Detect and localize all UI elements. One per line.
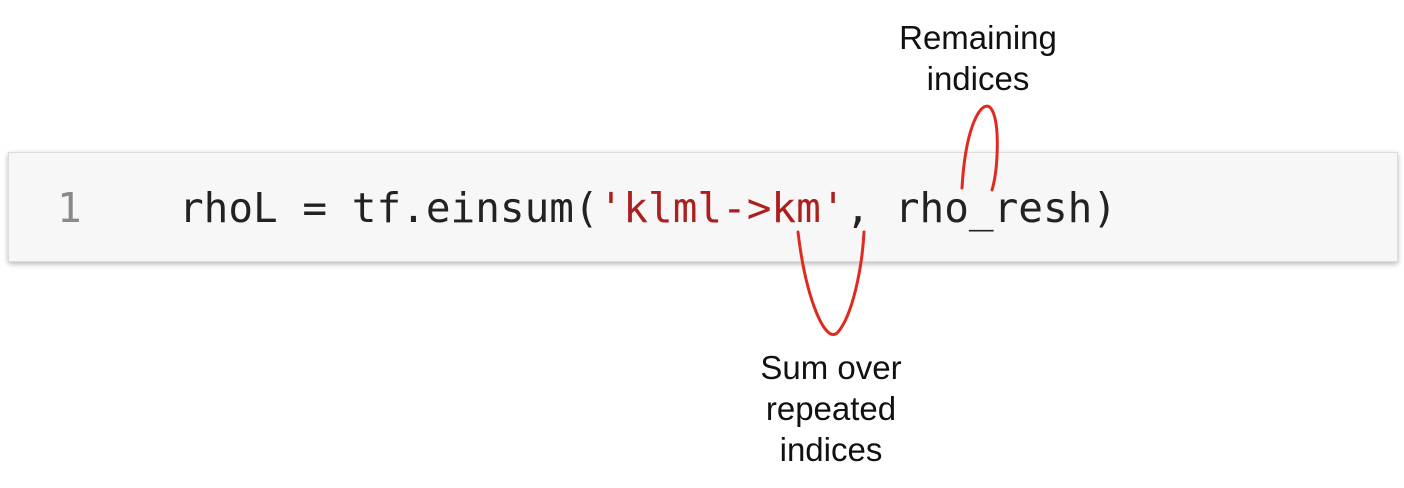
sum-label-line-3: indices — [779, 431, 883, 468]
remaining-indices-line-2: indices — [926, 60, 1030, 97]
code-after-string: , rho_resh) — [845, 184, 1118, 232]
line-number: 1 — [57, 184, 82, 232]
remaining-indices-line-1: Remaining — [899, 19, 1057, 56]
einsum-string-literal: 'klml->km' — [598, 184, 846, 232]
sum-label-line-1: Sum over — [760, 349, 902, 386]
sum-over-repeated-indices-label: Sum over repeated indices — [716, 347, 946, 470]
remaining-indices-label: Remaining indices — [876, 17, 1080, 99]
code-before-string: rhoL = tf.einsum( — [179, 184, 599, 232]
sum-label-line-2: repeated — [765, 390, 897, 427]
code-line[interactable]: rhoL = tf.einsum('klml->km', rho_resh) — [179, 183, 1117, 233]
code-cell[interactable]: 1 rhoL = tf.einsum('klml->km', rho_resh) — [8, 152, 1398, 262]
